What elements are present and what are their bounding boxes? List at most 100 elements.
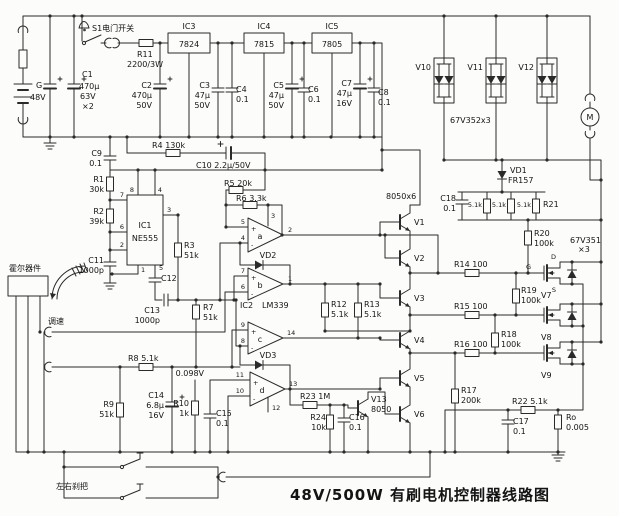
v13-part: 8050 — [371, 405, 391, 414]
r9-label: R9 — [103, 400, 114, 409]
fuse — [18, 49, 28, 69]
r6-label: R6 3.3k — [236, 194, 267, 203]
resistor-5k1-b — [507, 195, 515, 217]
ic1-ne555-box — [126, 194, 164, 266]
r13-label: R13 — [364, 300, 380, 309]
v12-label: V12 — [518, 63, 534, 72]
comparator-components — [247, 217, 362, 407]
resistor-r13 — [354, 299, 362, 321]
r10-label: R10 — [173, 399, 189, 408]
transistor-v2 — [391, 248, 411, 268]
ro-value: 0.005 — [566, 423, 589, 432]
osc-components — [103, 141, 261, 323]
pin-d10: 10 — [236, 387, 244, 395]
resistor-r19 — [512, 285, 520, 307]
minus-d: - — [253, 395, 256, 403]
mosfet-v7 — [534, 261, 561, 285]
body-diode-icon — [567, 344, 577, 362]
resistor-5k1-a — [483, 195, 491, 217]
cap-c3 — [211, 81, 225, 99]
resistor-r7 — [192, 301, 200, 323]
pin-c14: 14 — [287, 329, 295, 337]
cap-c11 — [103, 255, 117, 273]
opamp-b-letter: b — [257, 281, 262, 290]
c10-plus — [217, 141, 224, 147]
c9-value: 0.1 — [89, 159, 102, 168]
c13-value: 1000p — [135, 316, 160, 325]
c2-voltage: 50V — [136, 101, 152, 110]
r17-value: 200k — [461, 396, 481, 405]
battery-voltage: 48V — [30, 93, 46, 102]
c3-label: C3 — [199, 81, 210, 90]
r13-value: 5.1k — [364, 310, 382, 319]
c16-value: 0.1 — [349, 423, 362, 432]
mosfet-tag-qty: ×3 — [578, 245, 590, 254]
v13-label: V13 — [371, 395, 387, 404]
junction-dots — [26, 14, 603, 479]
motor-circle — [580, 107, 600, 127]
r2-value: 39k — [89, 217, 104, 226]
wire-cmp — [194, 234, 439, 453]
r3-label: R3 — [184, 241, 195, 250]
cap-c2 — [153, 76, 173, 95]
motor-connector-icon — [584, 93, 596, 101]
v4-label: V4 — [414, 336, 425, 345]
r17-label: R17 — [461, 386, 477, 395]
pin-1: 1 — [141, 266, 145, 274]
cap-c15 — [203, 407, 217, 425]
pin-d11: 11 — [236, 371, 244, 379]
resistor-ro — [554, 411, 562, 433]
transistor-v1 — [391, 212, 411, 232]
throttle-label: 调速 — [48, 317, 64, 326]
bell-icon — [83, 28, 86, 32]
pin-a4: 4 — [241, 234, 245, 242]
diode-vd1 — [497, 167, 507, 185]
c8-label: C8 — [378, 88, 389, 97]
vd3-label: VD3 — [260, 351, 277, 360]
pin-b1: 1 — [288, 275, 292, 283]
drv-tag: 8050x6 — [386, 192, 416, 201]
cap-c18 — [455, 193, 469, 211]
vd1-part: FR157 — [508, 176, 533, 185]
opamp-c — [247, 321, 284, 355]
body-diode-icon — [567, 264, 577, 282]
c6-value: 0.1 — [308, 95, 321, 104]
pin-b7: 7 — [241, 267, 245, 275]
labels: S1电门开关 G 48V C1 470μ 63V ×2 R11 2200/3W … — [9, 22, 601, 504]
minus-b: - — [251, 290, 254, 298]
c14-label: C14 — [148, 391, 164, 400]
c18-value: 0.1 — [443, 204, 456, 213]
resistor-r4 — [162, 149, 184, 157]
throttle-arc-icon — [51, 262, 88, 300]
resistor-r21 — [532, 195, 540, 217]
c5-voltage: 50V — [268, 101, 284, 110]
ic2-part: LM339 — [262, 301, 289, 310]
battery-name: G — [36, 81, 42, 90]
r1-value: 30k — [89, 185, 104, 194]
c3-value: 47μ — [195, 91, 210, 100]
c4-value: 0.1 — [236, 95, 249, 104]
resistor-r9 — [116, 399, 124, 421]
r12-value: 5.1k — [331, 310, 349, 319]
mosfet-v8 — [534, 303, 561, 327]
c11-value: 1000p — [79, 266, 104, 275]
r16-label: R16 100 — [454, 340, 488, 349]
plus-b: + — [251, 274, 256, 282]
ic1-label: IC1 — [138, 221, 151, 230]
r24-label: R24 — [310, 413, 326, 422]
c5-value: 47μ — [269, 91, 284, 100]
ic4-label: IC4 — [257, 22, 270, 31]
r19-label: R19 — [521, 286, 537, 295]
wire-top-bus — [22, 15, 591, 171]
c17-value: 0.1 — [513, 427, 526, 436]
c18-label: C18 — [440, 194, 456, 203]
opamp-a — [247, 217, 284, 253]
r19-value: 100k — [521, 296, 541, 305]
v2-label: V2 — [414, 254, 425, 263]
opamp-d-letter: d — [259, 386, 264, 395]
v3-label: V3 — [414, 294, 425, 303]
v8-label: V8 — [541, 333, 552, 342]
sr3-label: 5.1k — [517, 201, 531, 209]
r18-value: 100k — [501, 340, 521, 349]
c5-label: C5 — [273, 81, 284, 90]
